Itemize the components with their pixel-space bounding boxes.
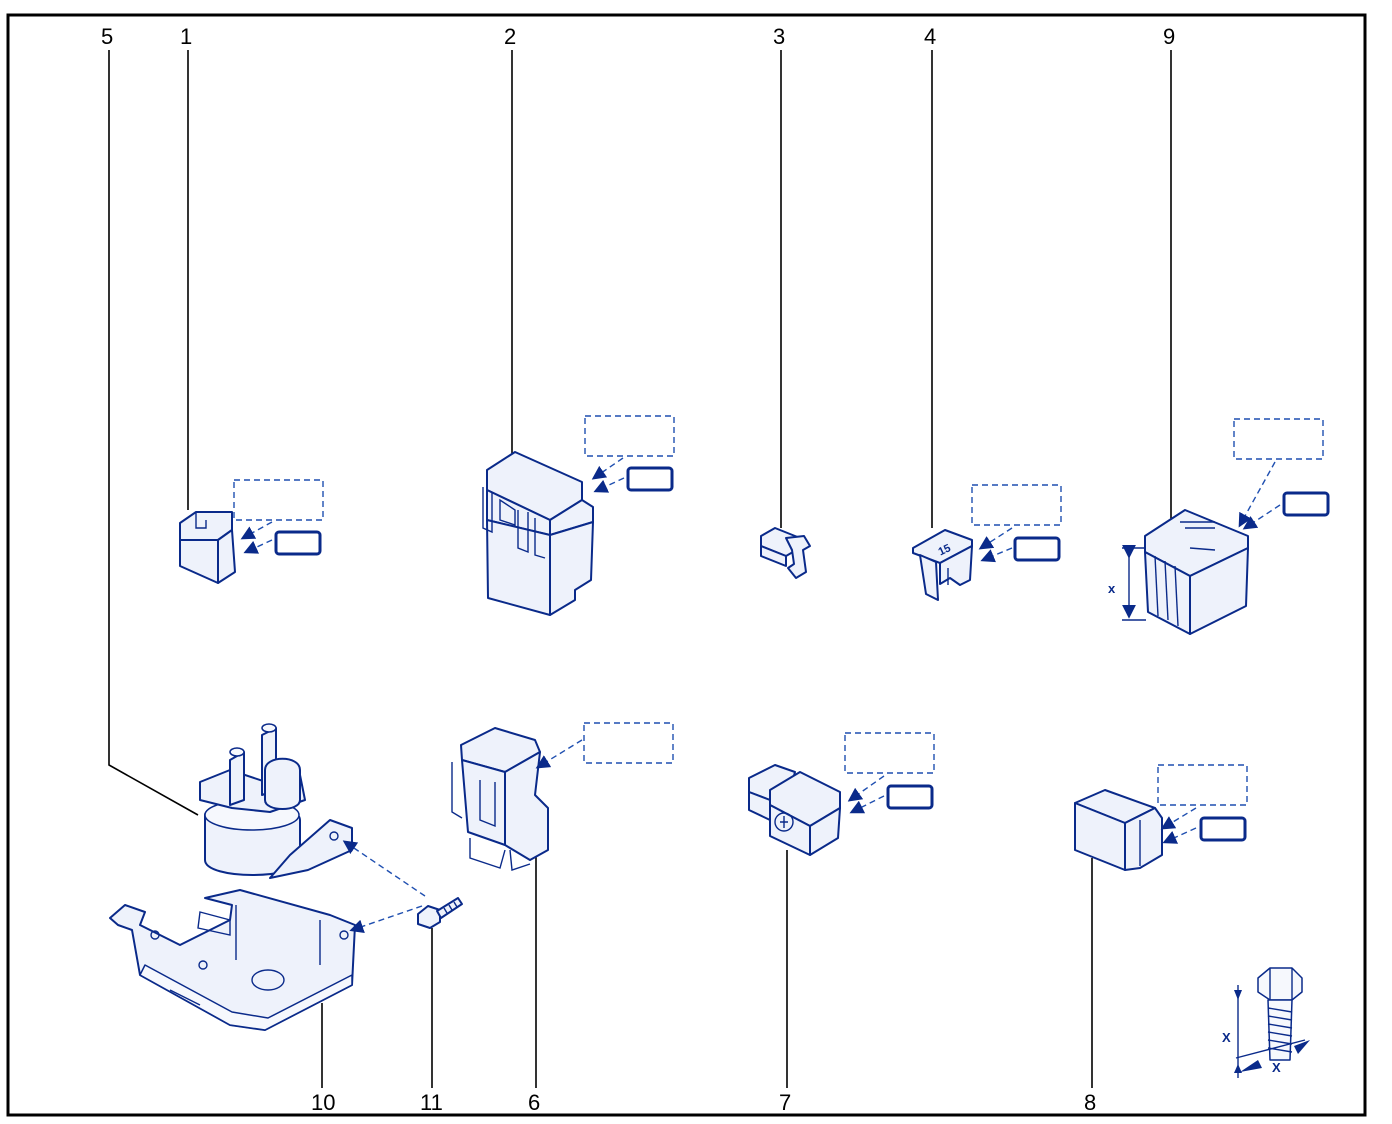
part-9-reference-box — [1233, 418, 1324, 460]
part-2-relay — [482, 415, 675, 616]
callout-7: 7 — [779, 1090, 791, 1115]
part-10-bracket — [109, 889, 423, 1031]
part-8-label-plate — [1199, 816, 1247, 842]
part-8-reference-box — [1157, 764, 1248, 806]
part-7-relay — [748, 732, 935, 856]
callout-5: 5 — [101, 24, 113, 49]
callout-10: 10 — [311, 1090, 335, 1115]
part-9-label-plate — [1282, 491, 1330, 517]
fuse-rating-text: 15 — [937, 542, 953, 558]
callout-3: 3 — [773, 24, 785, 49]
diagram-border — [6, 13, 1367, 1117]
bolt-dimension-legend: X X — [1222, 967, 1310, 1078]
part-2-reference-box — [584, 415, 675, 457]
callout-9: 9 — [1163, 24, 1175, 49]
part-11-bolt — [417, 897, 463, 929]
thread-diameter-label: X — [1272, 1060, 1281, 1075]
callout-2: 2 — [504, 24, 516, 49]
part-4-blade-fuse: 15 — [912, 484, 1062, 601]
part-9-cartridge-fuse: x — [1108, 418, 1330, 635]
part-3-clip — [760, 527, 811, 579]
part-7-label-plate — [886, 784, 934, 810]
callout-11: 11 — [420, 1090, 443, 1115]
height-dimension-label: x — [1108, 581, 1116, 596]
part-2-label-plate — [626, 466, 674, 492]
part-1-reference-box — [233, 479, 324, 521]
callout-8: 8 — [1084, 1090, 1096, 1115]
part-8-cube-relay — [1074, 764, 1248, 871]
part-1-mini-relay — [179, 479, 324, 584]
part-7-reference-box — [844, 732, 935, 774]
part-1-label-plate — [274, 530, 322, 556]
part-4-reference-box — [971, 484, 1062, 526]
part-5-solenoid — [199, 723, 426, 897]
callout-4: 4 — [924, 24, 936, 49]
part-4-label-plate — [1013, 536, 1061, 562]
thread-length-label: X — [1222, 1030, 1231, 1045]
part-6-reference-box — [583, 722, 674, 764]
callout-1: 1 — [180, 24, 192, 49]
part-6-relay — [451, 722, 674, 871]
callout-6: 6 — [528, 1090, 540, 1115]
leader-lines — [108, 50, 1172, 1088]
